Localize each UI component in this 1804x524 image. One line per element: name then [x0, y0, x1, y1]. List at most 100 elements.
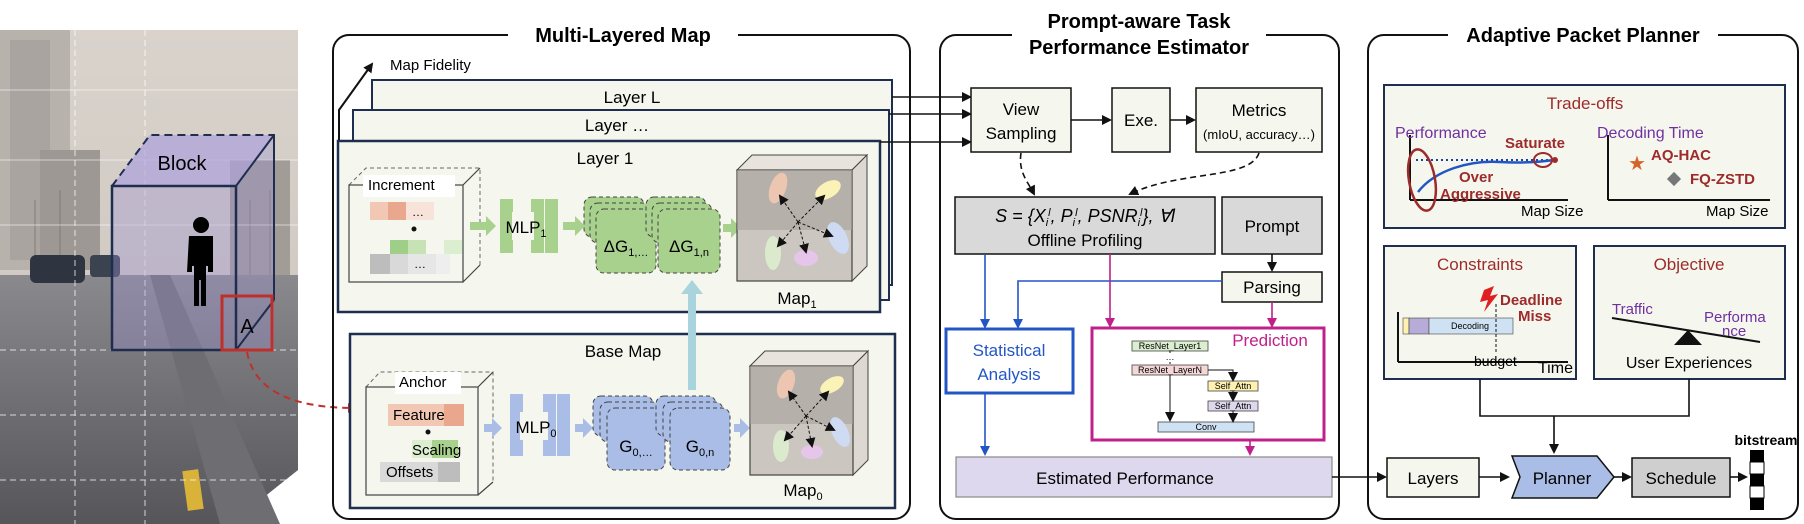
- layer-dots-label: Layer …: [585, 116, 649, 135]
- mlp0-block: MLP0: [510, 394, 570, 456]
- bitstream-icon: [1749, 450, 1765, 510]
- metrics-sub: (mIoU, accuracy…): [1203, 127, 1315, 142]
- tradeoff-chart-a: Performance Saturate Over Aggressive Map…: [1395, 125, 1584, 220]
- increment-cube: Increment … …: [348, 167, 481, 283]
- mlp1-label: MLP1: [505, 218, 546, 240]
- traffic-label: Traffic: [1612, 301, 1653, 318]
- arrow-view-profiling: [1019, 152, 1035, 196]
- arrow-base-to-layer1: [681, 280, 703, 390]
- feature-label: Feature: [393, 407, 445, 424]
- region-to-anchor-arrow: [246, 351, 358, 413]
- arrow-increment-mlp1: [470, 216, 496, 236]
- map1-label: Map1: [777, 289, 816, 311]
- network-diagram: ResNet_Layer1 … ResNet_LayerN Self_Attn …: [1131, 340, 1259, 433]
- bitstream-label: bitstream: [1734, 432, 1797, 448]
- g-stack: G0,… G0,n: [592, 395, 731, 471]
- g-b-label: G0,n: [686, 437, 715, 459]
- estimator-title-line2: Performance Estimator: [1029, 37, 1249, 59]
- time-label: Time: [1538, 360, 1573, 377]
- map1-cube: Map1: [735, 153, 869, 311]
- constraints-timeline: Decoding Deadline Miss budget Time: [1397, 286, 1573, 377]
- statistical-analysis-box: [944, 327, 1075, 395]
- estimated-performance-box: [955, 456, 1333, 498]
- performance-axis: Performance: [1395, 125, 1487, 142]
- arrow-mlp0-g: [575, 418, 593, 438]
- objective-title: Objective: [1654, 255, 1725, 274]
- view-sampling-box: [970, 87, 1072, 153]
- block-cube: Block A: [110, 134, 275, 352]
- over-label: Over: [1459, 169, 1493, 186]
- anchor-label: Anchor: [399, 374, 447, 391]
- base-map-title: Base Map: [585, 342, 662, 361]
- diamond-icon: [1666, 171, 1682, 187]
- estimator-panel: Prompt-aware Task Performance Estimator: [939, 4, 1340, 520]
- offline-profiling-label: Offline Profiling: [1028, 231, 1143, 250]
- offsets-label: Offsets: [386, 464, 433, 481]
- fqzstd-label: FQ-ZSTD: [1690, 171, 1755, 188]
- delta-g-b-label: ΔG1,n: [669, 237, 709, 259]
- offline-profiling-box: [954, 196, 1216, 255]
- layers-label: Layers: [1407, 469, 1458, 488]
- prediction-label: Prediction: [1232, 331, 1308, 350]
- net-resnet-layer1: ResNet_Layer1: [1139, 341, 1202, 351]
- tradeoff-chart-b: Decoding Time ★ AQ-HAC FQ-ZSTD Map Size: [1597, 125, 1770, 220]
- net-self-attn-b: Self_Attn: [1215, 401, 1252, 411]
- net-resnet-layern: ResNet_LayerN: [1138, 365, 1202, 375]
- planner-box: [1510, 455, 1615, 499]
- aggressive-label: Aggressive: [1440, 186, 1521, 203]
- saturate-label: Saturate: [1505, 135, 1565, 152]
- performance-line1: Performa: [1704, 309, 1766, 326]
- estimator-title-line1: Prompt-aware Task: [1047, 11, 1231, 33]
- arrow-g-map0: [734, 418, 750, 438]
- layer-l-label: Layer L: [604, 88, 661, 107]
- connector-objective-planner: [1554, 379, 1690, 417]
- tradeoffs-title: Trade-offs: [1547, 94, 1624, 113]
- budget-label: budget: [1474, 353, 1517, 369]
- increment-label: Increment: [368, 177, 436, 194]
- mlp1-block: MLP1: [500, 199, 558, 253]
- schedule-box: [1631, 457, 1731, 498]
- connector-constraints-planner: [1479, 379, 1554, 417]
- anchor-cube: Anchor Feature Scaling Offsets: [365, 371, 494, 496]
- parsing-label: Parsing: [1243, 278, 1301, 297]
- lightning-icon: [1480, 286, 1498, 312]
- decoding-time-axis: Decoding Time: [1597, 125, 1704, 142]
- miss-label: Miss: [1518, 308, 1551, 325]
- layer-1-label: Layer 1: [577, 149, 634, 168]
- deadline-label: Deadline: [1500, 292, 1563, 309]
- increment-ellipsis-top: …: [412, 205, 424, 219]
- mlp0-label: MLP0: [515, 418, 556, 440]
- multi-layered-map-title: Multi-Layered Map: [535, 25, 711, 47]
- star-icon: ★: [1628, 153, 1646, 175]
- formula: S = {Xil, Pil, PSNRil}, ∀l: [995, 206, 1176, 229]
- planner-panel: Adaptive Packet Planner: [1367, 20, 1799, 520]
- view-sampling-line2: Sampling: [986, 124, 1057, 143]
- planner-title: Adaptive Packet Planner: [1466, 25, 1700, 47]
- decoding-label: Decoding: [1451, 321, 1489, 331]
- metrics-box: [1195, 87, 1323, 153]
- aqhac-label: AQ-HAC: [1651, 147, 1711, 164]
- schedule-label: Schedule: [1646, 469, 1717, 488]
- tradeoffs-box: [1383, 84, 1786, 229]
- map-fidelity-label: Map Fidelity: [390, 57, 471, 74]
- arrow-delta-map1: [723, 218, 741, 238]
- block-label: Block: [158, 153, 208, 175]
- increment-ellipsis-bottom: …: [414, 257, 426, 271]
- arrow-metrics-profiling: [1128, 152, 1260, 196]
- metrics-label: Metrics: [1232, 101, 1287, 120]
- net-ellipsis: …: [1166, 352, 1175, 362]
- view-sampling-line1: View: [1003, 100, 1040, 119]
- constraints-title: Constraints: [1437, 255, 1523, 274]
- map-size-b-label: Map Size: [1706, 203, 1769, 220]
- stat-line2: Analysis: [977, 365, 1040, 384]
- exe-box: [1111, 87, 1171, 153]
- estimated-performance-label: Estimated Performance: [1036, 469, 1214, 488]
- balance-scale: Traffic Performa nce User Experiences: [1611, 301, 1766, 372]
- user-experiences-label: User Experiences: [1626, 355, 1752, 372]
- planner-label: Planner: [1533, 469, 1592, 488]
- arrow-anchor-mlp0: [484, 418, 502, 438]
- scaling-label: Scaling: [412, 442, 461, 459]
- constraints-box: [1383, 245, 1577, 380]
- stat-line1: Statistical: [973, 341, 1046, 360]
